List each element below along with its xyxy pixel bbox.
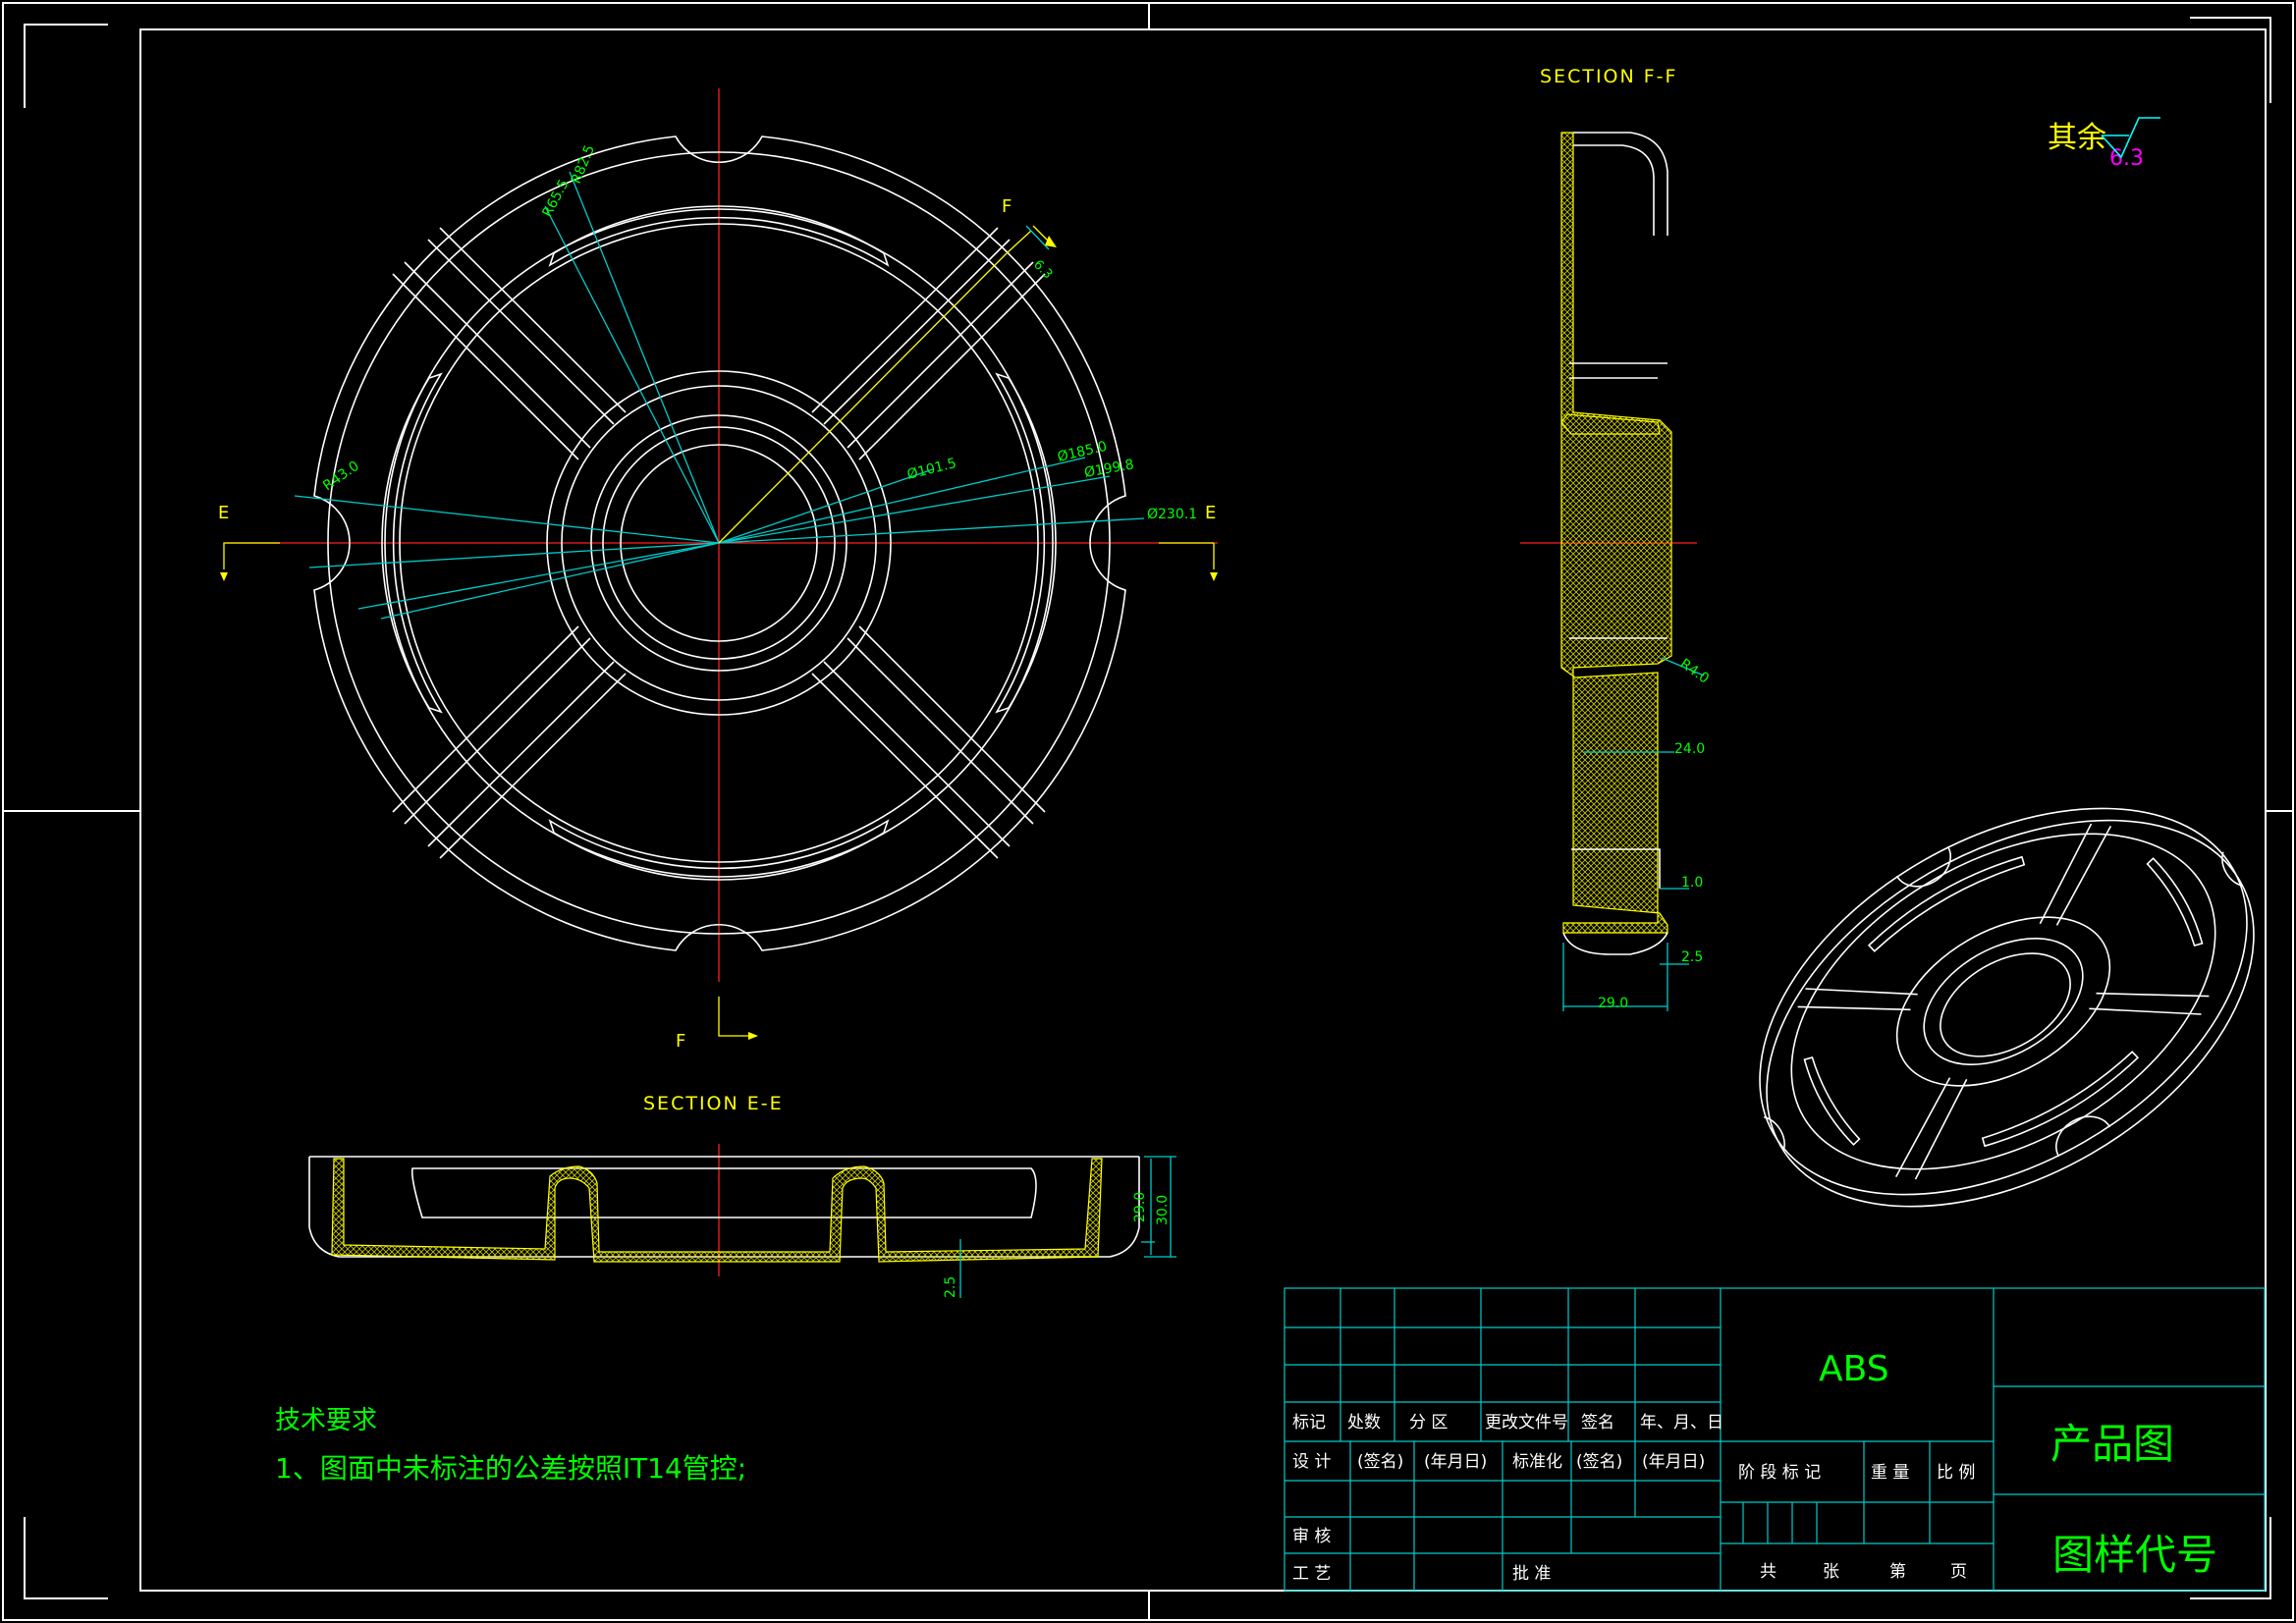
- label-design-sign: (签名): [1357, 1452, 1403, 1472]
- tech-heading: 技术要求: [275, 1406, 377, 1435]
- label-review: 审 核: [1292, 1527, 1331, 1546]
- title-block: ABS 产品图 图样代号 标记 处数 分 区 更改文件号 签名 年、月、日 设 …: [1284, 1287, 2266, 1592]
- material-cell: ABS: [1819, 1349, 1889, 1389]
- label-design-date: (年月日): [1424, 1452, 1487, 1472]
- surface-roughness-symbol: 其余 6.3: [2048, 117, 2160, 171]
- section-ee-wall: [331, 1158, 1103, 1263]
- slot-left: [381, 372, 443, 714]
- section-ee-view: SECTION E-E 29.0 30.0 2.5: [308, 1093, 1176, 1298]
- ee-dim-300: 30.0: [1155, 1195, 1171, 1225]
- slot-top: [548, 205, 890, 267]
- rib-sw: [392, 625, 627, 859]
- dim-w63: 6.3: [1030, 257, 1055, 282]
- cut-marker-e: [220, 542, 1218, 581]
- dim-d1015: Ø101.5: [905, 456, 957, 483]
- dim-d1998: Ø199.8: [1083, 457, 1135, 481]
- label-total: 共: [1760, 1562, 1777, 1582]
- label-approve: 批 准: [1512, 1564, 1551, 1584]
- dim-d2301: Ø230.1: [1147, 507, 1197, 522]
- ff-dim-240: 24.0: [1674, 741, 1705, 757]
- rib-se: [811, 625, 1046, 859]
- label-change-doc: 更改文件号: [1485, 1413, 1568, 1433]
- slot-bottom: [548, 819, 890, 881]
- drawing-type-cell: 产品图: [2050, 1420, 2174, 1468]
- ee-dim-25: 2.5: [943, 1276, 958, 1298]
- label-page: 页: [1950, 1562, 1967, 1582]
- label-sheets: 张: [1823, 1562, 1839, 1582]
- label-design: 设 计: [1292, 1452, 1331, 1472]
- section-ff-title: SECTION F-F: [1540, 66, 1677, 87]
- dim-r430: R43.0: [320, 459, 362, 495]
- label-count: 处数: [1347, 1413, 1381, 1433]
- isometric-view: [1759, 807, 2255, 1208]
- label-mark: 标记: [1292, 1413, 1326, 1433]
- section-ff-view: SECTION F-F 29.0 24.0 1.0 2.5 R4.0: [1520, 66, 1712, 1011]
- plan-dimension-lines: [294, 171, 1145, 620]
- ff-dim-25: 2.5: [1681, 949, 1703, 965]
- label-scale: 比 例: [1937, 1463, 1975, 1483]
- label-stage: 阶 段 标 记: [1738, 1463, 1821, 1483]
- label-standard-sign: (签名): [1576, 1452, 1622, 1472]
- cut-label-f-bottom: F: [676, 1031, 685, 1052]
- label-weight: 重 量: [1871, 1463, 1909, 1483]
- ff-dim-10: 1.0: [1681, 875, 1703, 891]
- cut-marker-f: [718, 225, 1057, 1040]
- label-sign: 签名: [1581, 1413, 1614, 1433]
- plan-view: R82.5 R65.5 Ø101.5 Ø185.0 Ø199.8 Ø230.1 …: [218, 88, 1218, 1052]
- dim-r825: R82.5: [569, 143, 598, 187]
- ff-dim-290: 29.0: [1598, 996, 1628, 1011]
- cut-label-e-left: E: [218, 503, 229, 523]
- label-zone: 分 区: [1409, 1413, 1448, 1433]
- roughness-label: 其余: [2048, 121, 2106, 155]
- ee-dim-290: 29.0: [1132, 1192, 1148, 1222]
- section-ff-wall: [1560, 132, 1672, 934]
- drawing-code-cell: 图样代号: [2052, 1531, 2217, 1579]
- ff-dim-r40: R4.0: [1677, 656, 1712, 686]
- rib-ne: [811, 227, 1046, 460]
- label-index: 第: [1889, 1562, 1906, 1582]
- label-process: 工 艺: [1292, 1564, 1331, 1584]
- tech-note-1: 1、图面中未标注的公差按照IT14管控;: [275, 1452, 746, 1485]
- rib-nw: [392, 227, 627, 460]
- label-standard-date: (年月日): [1642, 1452, 1705, 1472]
- label-standard: 标准化: [1512, 1452, 1562, 1472]
- label-date: 年、月、日: [1640, 1413, 1723, 1433]
- cut-label-e-right: E: [1205, 503, 1216, 523]
- section-ee-title: SECTION E-E: [643, 1093, 784, 1114]
- dim-r655: R65.5: [539, 177, 572, 220]
- slot-right: [995, 372, 1057, 714]
- cut-label-f-top: F: [1002, 196, 1011, 217]
